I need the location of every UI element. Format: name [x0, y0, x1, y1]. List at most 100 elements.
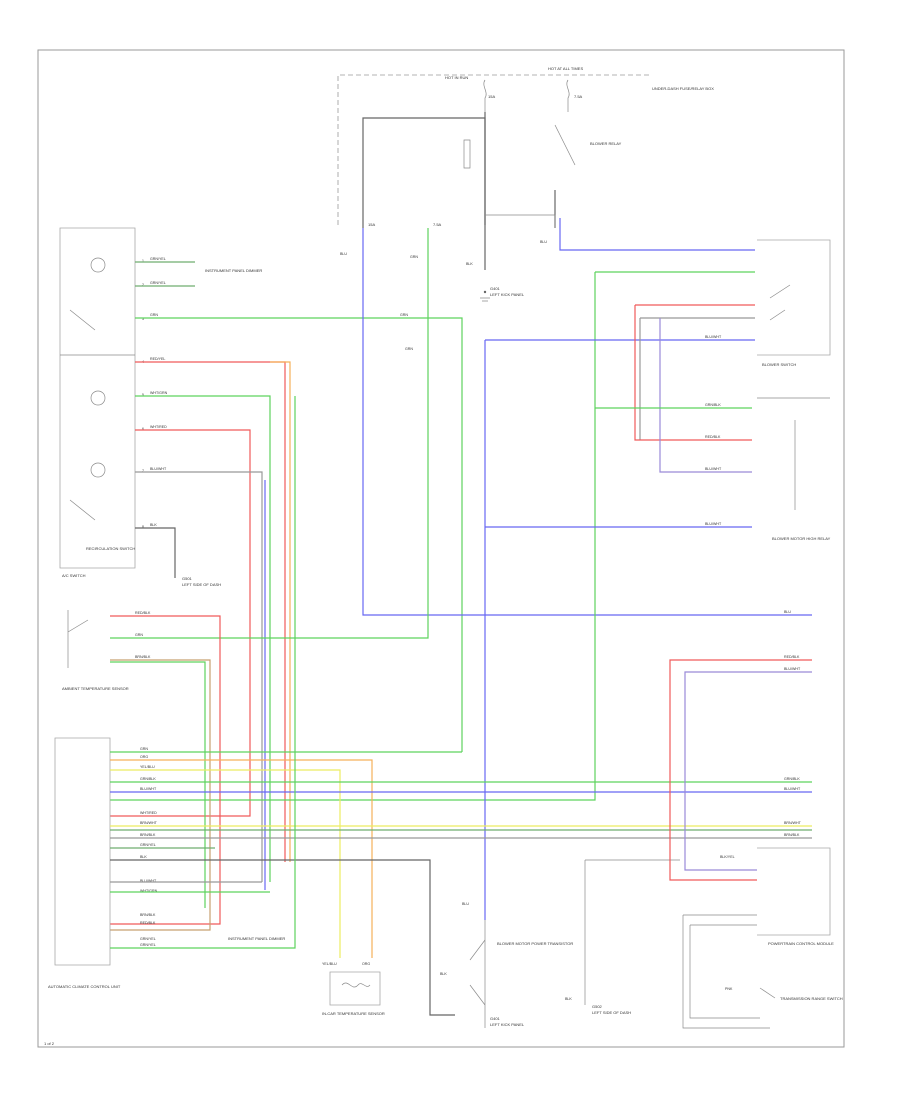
ac-switch-label: A/C SWITCH	[62, 573, 86, 578]
left-side-dash-label-2: LEFT SIDE OF DASH	[592, 1010, 631, 1015]
grn-yel-label-1: GRN/YEL	[150, 257, 166, 261]
left-side-dash-label-1: LEFT SIDE OF DASH	[182, 582, 221, 587]
blu-wht-label-5: BLU/WHT	[140, 787, 157, 791]
powertrain-control-module: POWERTRAIN CONTROL MODULE TRANSMISSION R…	[682, 847, 843, 1029]
pnk-label: PNK	[725, 987, 733, 991]
pin-e: 5	[142, 393, 144, 397]
blu-wht-label-7: BLU/WHT	[140, 879, 157, 883]
grn-blk-label-2: GRN/BLK	[140, 777, 156, 781]
wht-red-label: WHT/RED	[150, 425, 167, 429]
blk-wire-label-1: BLK	[466, 262, 473, 266]
ground-g401-icon	[483, 290, 487, 294]
blower-relay-symbol	[463, 139, 471, 169]
blk-yel-label: BLK/YEL	[720, 855, 735, 859]
pin-h: 8	[142, 525, 144, 529]
diagram-frame	[37, 49, 845, 1048]
brn-wht-label-2: BRN/WHT	[784, 821, 802, 825]
recirc-switch-icon	[90, 462, 106, 478]
dimmer-label-2: INSTRUMENT PANEL DIMMER	[228, 936, 285, 941]
ground-g401-symbol	[480, 297, 490, 302]
red-blk-label-3: RED/BLK	[140, 921, 156, 925]
pin-c: 3	[142, 317, 144, 321]
left-kick-panel-label-1: LEFT KICK PANEL	[490, 292, 525, 297]
org-label-2: ORG	[362, 962, 370, 966]
auto-climate-control-unit: AUTOMATIC CLIMATE CONTROL UNIT	[48, 737, 121, 989]
grn-label-5: GRN	[135, 633, 143, 637]
pin-f: 6	[142, 427, 144, 431]
ground-g401-bottom-label: G401	[490, 1016, 501, 1021]
dimmer-label: INSTRUMENT PANEL DIMMER	[205, 268, 262, 273]
grn-label-1: GRN	[150, 313, 158, 317]
red-label-2: RED/BLK	[784, 655, 800, 659]
ground-g501-label: G501	[182, 576, 193, 581]
blower-high-relay-label: BLOWER MOTOR HIGH RELAY	[772, 536, 831, 541]
blk-label-3: BLK	[140, 855, 147, 859]
pcm-label: POWERTRAIN CONTROL MODULE	[768, 941, 834, 946]
ground-g401-label: G401	[490, 286, 501, 291]
ambient-temp-sensor: AMBIENT TEMPERATURE SENSOR	[62, 610, 129, 691]
blu-label-4: BLU	[462, 902, 469, 906]
blower-relay-label: BLOWER RELAY	[590, 141, 622, 146]
auto-ac-unit-label: AUTOMATIC CLIMATE CONTROL UNIT	[48, 984, 121, 989]
power-transistor-label: BLOWER MOTOR POWER TRANSISTOR	[497, 941, 573, 946]
wht-red-label-2: WHT/RED	[140, 811, 157, 815]
ambient-temp-label: AMBIENT TEMPERATURE SENSOR	[62, 686, 129, 691]
blu-wht-label-2: BLU/WHT	[705, 335, 722, 339]
pin-a: 1	[142, 259, 144, 263]
grn-yel-label-5: GRN/YEL	[140, 943, 156, 947]
blk-label-5: BLK	[565, 997, 572, 1001]
ac-indicator-icon	[90, 257, 106, 273]
wht-grn-label-2: WHT/GRN	[140, 889, 158, 893]
red-blk-label-2: RED/BLK	[135, 611, 151, 615]
wht-grn-label: WHT/GRN	[150, 391, 168, 395]
fuse-15a-label: 15A	[488, 94, 495, 99]
grn-blk-label-1: GRN/BLK	[705, 403, 721, 407]
red-yel-label: RED/YEL	[150, 357, 165, 361]
grn-label-6: GRN	[140, 747, 148, 751]
grn-yel-label-2: GRN/YEL	[150, 281, 166, 285]
grn-yel-label-3: GRN/YEL	[140, 843, 156, 847]
blower-switch: BLOWER SWITCH	[757, 239, 831, 367]
brn-blk-label-2: BRN/BLK	[140, 833, 156, 837]
blu-wht-label-6: BLU/WHT	[784, 787, 801, 791]
blower-motor-high-relay: BLOWER MOTOR HIGH RELAY	[757, 397, 831, 541]
ground-g502-label: G502	[592, 1004, 603, 1009]
blu-label-3: BLU	[540, 240, 547, 244]
hot-at-all-times-label: HOT AT ALL TIMES	[548, 66, 583, 71]
left-kick-panel-label-2: LEFT KICK PANEL	[490, 1022, 525, 1027]
org-label: ORG	[140, 755, 148, 759]
red-blk-label-1: RED/BLK	[705, 435, 721, 439]
brn-blk-label-1: BRN/BLK	[135, 655, 151, 659]
blu-label-2: BLU	[784, 610, 791, 614]
blu-wht-label-8: BLU/WHT	[784, 667, 801, 671]
blower-switch-label: BLOWER SWITCH	[762, 362, 796, 367]
grn-yel-label-4: GRN/YEL	[140, 937, 156, 941]
yel-blu-label-2: YEL/BLU	[322, 962, 337, 966]
fuse-7-5a-label: 7.5A	[574, 94, 583, 99]
brn-wht-label-1: BRN/WHT	[140, 821, 158, 825]
blk-label-2: BLK	[150, 523, 157, 527]
fuse-7-5a-symbol	[566, 79, 570, 112]
grn-label-3: GRN	[400, 313, 408, 317]
blu-wht-label-1: BLU/WHT	[150, 467, 167, 471]
ac-switch: A/C SWITCH RECIRCULATION SWITCH 1 2 3 4 …	[59, 227, 144, 578]
blu-wht-label-3: BLU/WHT	[705, 467, 722, 471]
brn-blk-label-4: BRN/BLK	[140, 913, 156, 917]
fuse-15a-symbol	[483, 79, 487, 112]
trans-range-switch-label: TRANSMISSION RANGE SWITCH	[780, 996, 843, 1001]
fuse-15a-bottom-label: 15A	[368, 222, 375, 227]
blk-label-4: BLK	[440, 972, 447, 976]
blu-wht-label-4: BLU/WHT	[705, 522, 722, 526]
fuse-7-5a-bottom-label: 7.5A	[433, 222, 442, 227]
recirculation-switch-label: RECIRCULATION SWITCH	[86, 546, 135, 551]
page-code: 1 of 2	[44, 1041, 55, 1046]
in-car-temp-label: IN-CAR TEMPERATURE SENSOR	[322, 1011, 385, 1016]
in-car-temp-sensor: IN-CAR TEMPERATURE SENSOR	[322, 971, 385, 1016]
grn-blk-label-3: GRN/BLK	[784, 777, 800, 781]
yel-blu-label-1: YEL/BLU	[140, 765, 155, 769]
grn-label-4: GRN	[405, 347, 413, 351]
under-dash-fuse-box: HOT IN RUN HOT AT ALL TIMES 15A 7.5A UND…	[337, 66, 714, 302]
blu-label-1: BLU	[340, 252, 347, 256]
fuse-box-label: UNDER-DASH FUSE/RELAY BOX	[652, 86, 714, 91]
